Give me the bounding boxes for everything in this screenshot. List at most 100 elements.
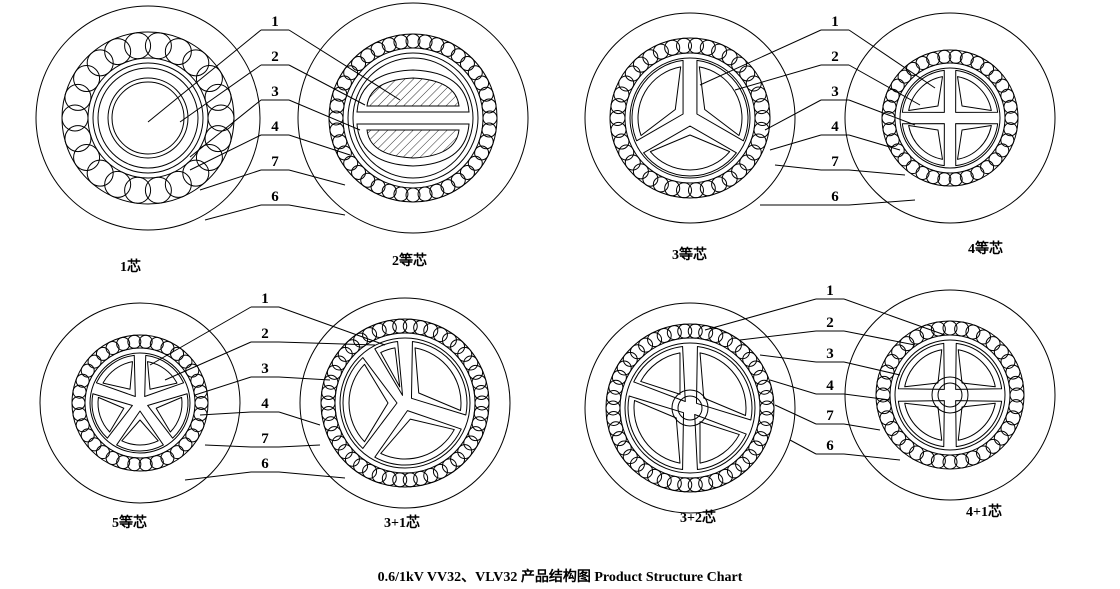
- cable-3plus2-armor-wire: [698, 325, 714, 341]
- leader-line: [843, 393, 891, 401]
- cable-3plus1-armor-wire: [331, 435, 347, 451]
- cable-3plus1-armor-wire: [321, 385, 337, 401]
- leader-line: [759, 354, 817, 363]
- cable-1core-armor-wire: [195, 65, 223, 93]
- cable-5core-armor-wire: [87, 437, 102, 452]
- cable-3plus1-armor-wire: [468, 426, 484, 442]
- cable-3plus1-armor-wire: [463, 435, 479, 451]
- layer-label-4: 4: [271, 119, 279, 135]
- cable-4core-armor-wire: [905, 160, 920, 175]
- cable-4core-core-conductor: [957, 125, 992, 160]
- cable-1core-armor-wire: [124, 32, 152, 60]
- leader-line: [699, 29, 822, 86]
- cable-3plus2-armor-wire: [611, 431, 627, 447]
- cable-5core-armor-wire: [160, 451, 175, 466]
- cable-4plus1-armor-wire: [909, 329, 924, 345]
- cable-3core-armor-wire: [745, 144, 762, 161]
- leader-line: [769, 134, 822, 151]
- leader-line: [843, 423, 881, 431]
- cable-4core-armor-wire: [995, 143, 1010, 158]
- caption-2-core: 2等芯: [392, 254, 427, 269]
- cable-3plus1-armor-wire: [473, 405, 489, 421]
- cable-4plus1-armor-wire: [993, 430, 1009, 446]
- leader-line: [769, 379, 817, 395]
- cable-3plus2-armor-wire: [726, 463, 742, 479]
- cable-3core-core-conductor: [698, 66, 743, 137]
- leader-line: [149, 306, 252, 366]
- cable-2core-armor-wire: [351, 164, 367, 180]
- cable-3core-inner-sheath-inner: [629, 57, 751, 179]
- cable-3plus2-inner-sheath-inner: [624, 342, 756, 474]
- cable-3plus2-armor-wire: [756, 421, 772, 437]
- cable-5core-armor-wire: [95, 445, 110, 460]
- leader-line: [278, 444, 321, 448]
- cable-4plus1-armor-wire: [899, 438, 915, 454]
- cable-1core-armor-wire: [164, 170, 192, 198]
- layer-label-2: 2: [826, 315, 834, 331]
- cable-3plus2-core-insulation: [694, 413, 747, 471]
- cable-4core-outer-sheath: [844, 12, 1056, 224]
- cable-5core-core-insulation: [144, 354, 185, 398]
- cable-3core-inner-sheath: [624, 52, 756, 184]
- layer-label-1: 1: [261, 291, 269, 307]
- cable-3plus1-armor-wire: [323, 416, 339, 432]
- cable-4core-armor-wire: [988, 69, 1003, 84]
- layer-label-6: 6: [271, 189, 279, 205]
- cable-1core-outer-sheath: [35, 5, 261, 231]
- cable-5core-core-conductor: [97, 396, 125, 433]
- leader-line: [739, 330, 817, 341]
- cable-3plus2-inner-sheath: [619, 337, 761, 479]
- cable-3core-armor-wire: [624, 154, 641, 171]
- cable-4plus1-core-insulation: [955, 400, 1003, 448]
- cable-4core-armor-wire: [897, 152, 912, 167]
- cable-5core-armor-wire: [178, 437, 193, 452]
- cable-4core-core-insulation: [901, 123, 945, 167]
- cable-4core-core-insulation: [901, 69, 945, 113]
- cable-3core-armor-wire: [652, 43, 669, 60]
- leader-line: [184, 471, 252, 481]
- cable-3plus2-armor-wire: [647, 332, 663, 348]
- leader-line: [288, 169, 346, 186]
- cable-1core-inner-sheath-inner: [92, 62, 204, 174]
- layer-label-4: 4: [261, 396, 269, 412]
- cable-2core-armor-wire: [360, 172, 376, 188]
- cable-3plus1-armor-wire: [326, 426, 342, 442]
- cable-3plus2-armor-wire: [622, 449, 638, 465]
- cable-3plus2-armor-wire: [758, 390, 774, 406]
- cable-4core-core-conductor: [908, 76, 943, 111]
- cable-3plus1-armor-wire: [423, 322, 439, 338]
- leader-line: [194, 376, 252, 396]
- cable-3core-armor-wire: [687, 182, 704, 199]
- cable-5core-core-insulation: [147, 393, 189, 439]
- cable-3plus1-armor-wire: [331, 355, 347, 371]
- cable-1core-armor-wire: [86, 49, 114, 77]
- cable-1core-armor-wire: [64, 125, 92, 153]
- cable-4plus1-small-core: [931, 376, 969, 414]
- cable-5core-core-conductor: [102, 361, 133, 390]
- cable-1core-insulation: [97, 67, 199, 169]
- cable-3plus1-core-conductor: [414, 347, 462, 411]
- cable-2core-filler: [352, 57, 474, 179]
- leader-line: [764, 99, 822, 131]
- cable-5core-inner-sheath: [84, 347, 196, 459]
- layer-label-7: 7: [826, 408, 834, 424]
- leader-line: [278, 411, 321, 426]
- cable-4plus1-armor-wire: [891, 344, 907, 360]
- layer-label-7: 7: [271, 154, 279, 170]
- cable-4plus1-core-insulation: [955, 342, 1003, 390]
- caption-4-core: 4等芯: [968, 242, 1003, 257]
- cable-3core-armor-wire: [676, 37, 693, 54]
- leader-line: [278, 376, 331, 381]
- cable-4core-armor-wire: [1000, 133, 1015, 148]
- cable-5core-core-conductor: [155, 396, 183, 433]
- cable-4plus1-core-conductor: [957, 402, 996, 441]
- cable-3plus1-core-conductor: [348, 363, 389, 443]
- cable-5core-armor-wire: [87, 354, 102, 369]
- cable-1core-armor-wire: [182, 159, 210, 187]
- cable-4plus1-core-conductor: [957, 349, 996, 388]
- cable-3plus2-armor-wire: [753, 431, 769, 447]
- cable-3plus1-armor-wire: [323, 374, 339, 390]
- leader-line: [204, 204, 262, 221]
- layer-label-3: 3: [826, 346, 834, 362]
- cable-3plus2-armor-wire: [717, 468, 733, 484]
